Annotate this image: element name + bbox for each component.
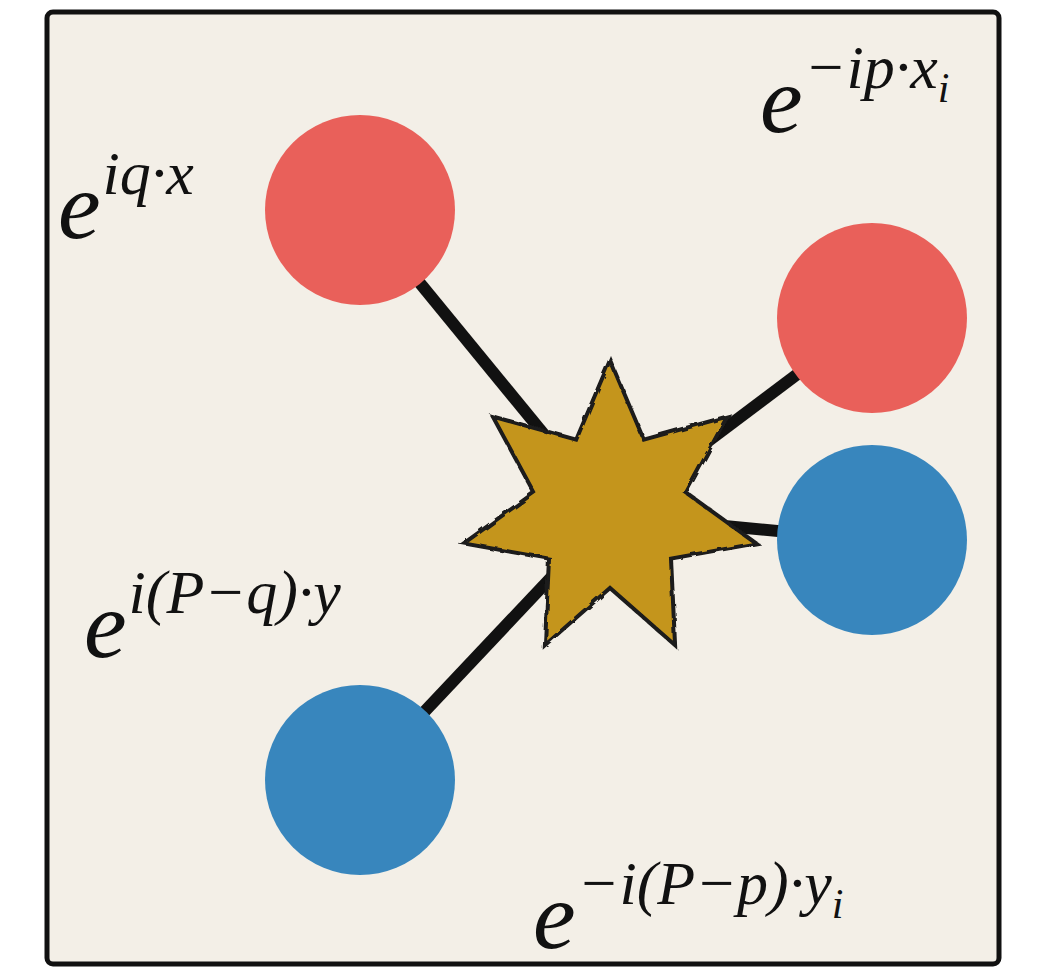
exponent: i(P−q)·y: [129, 558, 341, 626]
blue-particle: [777, 445, 967, 635]
exponent: iq·x: [103, 139, 194, 207]
subscript-index: i: [938, 65, 950, 111]
wave-factor: e−i(P−p)·yi: [533, 852, 843, 964]
blue-particle: [265, 685, 455, 875]
red-particle: [777, 223, 967, 413]
exponential-base: e: [58, 152, 101, 259]
exponent: −i(P−p)·y: [578, 849, 832, 917]
subscript-index: i: [832, 881, 844, 927]
interaction-star: [464, 360, 756, 645]
wave-factor: eiq·x: [58, 142, 194, 254]
exponential-base: e: [760, 46, 803, 153]
frame: [47, 12, 999, 964]
exponent: −ip·x: [805, 33, 938, 101]
exponential-base: e: [533, 862, 576, 969]
exponential-base: e: [84, 571, 127, 678]
wave-factor: e−ip·xi: [760, 36, 949, 148]
wave-factor: ei(P−q)·y: [84, 561, 341, 673]
red-particle: [265, 115, 455, 305]
